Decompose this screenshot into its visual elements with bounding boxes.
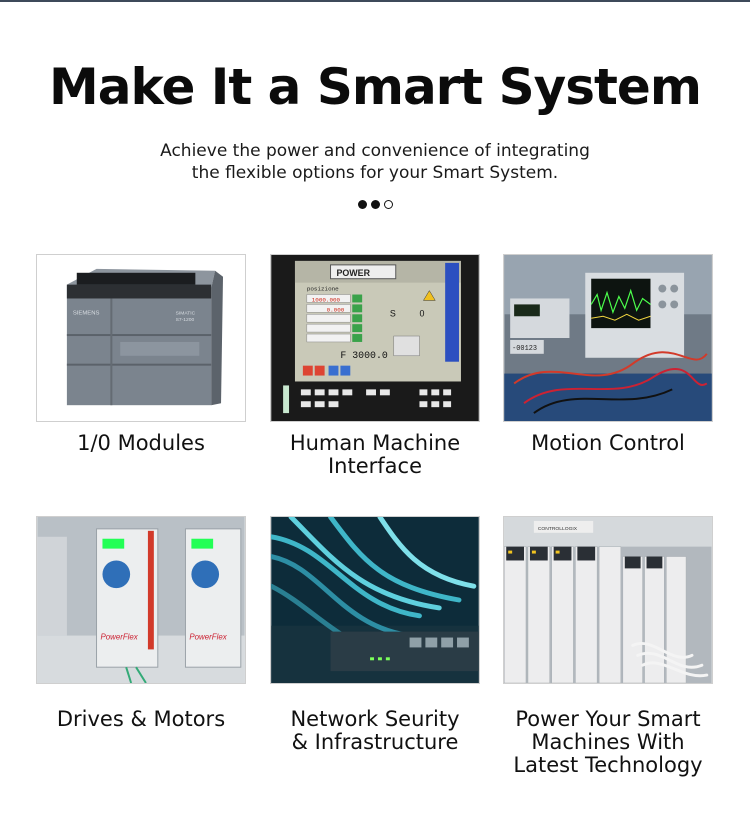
carousel-dot-2[interactable] xyxy=(370,200,380,209)
subtitle-line-2: the flexible options for your Smart Syst… xyxy=(191,163,559,183)
hmi-panel-image: POWER posizione 1000.000 0.000 F 3000.0 … xyxy=(270,254,480,422)
carousel-dots xyxy=(0,200,750,209)
hmi-s-value: 0 xyxy=(419,308,424,318)
drive-brand-1: PowerFlex xyxy=(100,633,138,642)
card-drives-motors[interactable]: PowerFlex PowerFlex Drives & Motors xyxy=(36,516,246,731)
card-io-modules[interactable]: SIEMENS SIMATIC S7-1200 1/0 Modules xyxy=(36,254,246,455)
card-label: 1/0 Modules xyxy=(77,431,205,455)
oscilloscope-image: -00123 xyxy=(503,254,713,422)
card-label: Power Your Smart Machines With Latest Te… xyxy=(513,707,703,777)
card-network[interactable]: Network Seurity & Infrastructure xyxy=(270,516,480,754)
plc-series-text: SIMATIC xyxy=(176,310,196,316)
page-subtitle: Achieve the power and convenience of int… xyxy=(0,140,750,184)
network-cables-image xyxy=(270,516,480,684)
oscilloscope-svg: -00123 xyxy=(504,255,712,421)
control-cabinet-image: CONTROLLOGIX xyxy=(503,516,713,684)
card-latest-technology[interactable]: CONTROLLOGIX Power Your Smart Machines W… xyxy=(503,516,713,777)
drives-image: PowerFlex PowerFlex xyxy=(36,516,246,684)
top-divider xyxy=(0,0,750,2)
meter-readout: -00123 xyxy=(512,345,537,353)
card-label: Motion Control xyxy=(531,431,685,455)
card-label: Drives & Motors xyxy=(56,707,226,731)
cabinet-svg: CONTROLLOGIX xyxy=(504,517,712,683)
hmi-feed-text: F 3000.0 xyxy=(340,350,387,361)
hmi-s-label: S xyxy=(390,308,396,318)
plc-module-svg: SIEMENS SIMATIC S7-1200 xyxy=(37,255,245,421)
hmi-value-x: 1000.000 xyxy=(312,296,341,303)
card-label: Human Machine Interface xyxy=(289,431,461,478)
plc-module-image: SIEMENS SIMATIC S7-1200 xyxy=(36,254,246,422)
network-svg xyxy=(271,517,479,683)
card-hmi[interactable]: POWER posizione 1000.000 0.000 F 3000.0 … xyxy=(270,254,480,478)
hmi-power-logo: POWER xyxy=(336,268,370,278)
subtitle-line-1: Achieve the power and convenience of int… xyxy=(160,141,590,161)
drive-brand-2: PowerFlex xyxy=(189,633,227,642)
page-title: Make It a Smart System xyxy=(49,58,702,116)
plc-brand-text: SIEMENS xyxy=(73,310,100,316)
drives-svg: PowerFlex PowerFlex xyxy=(37,517,245,683)
hmi-panel-svg: POWER posizione 1000.000 0.000 F 3000.0 … xyxy=(271,255,479,421)
carousel-dot-3[interactable] xyxy=(383,200,393,209)
card-label: Network Seurity & Infrastructure xyxy=(290,707,460,754)
cabinet-sign-text: CONTROLLOGIX xyxy=(538,526,578,532)
plc-model-text: S7-1200 xyxy=(176,317,195,323)
hmi-value-y: 0.000 xyxy=(327,306,345,313)
carousel-dot-1[interactable] xyxy=(357,200,367,209)
card-motion-control[interactable]: -00123 Motion Control xyxy=(503,254,713,455)
hmi-position-label: posizione xyxy=(307,286,339,293)
